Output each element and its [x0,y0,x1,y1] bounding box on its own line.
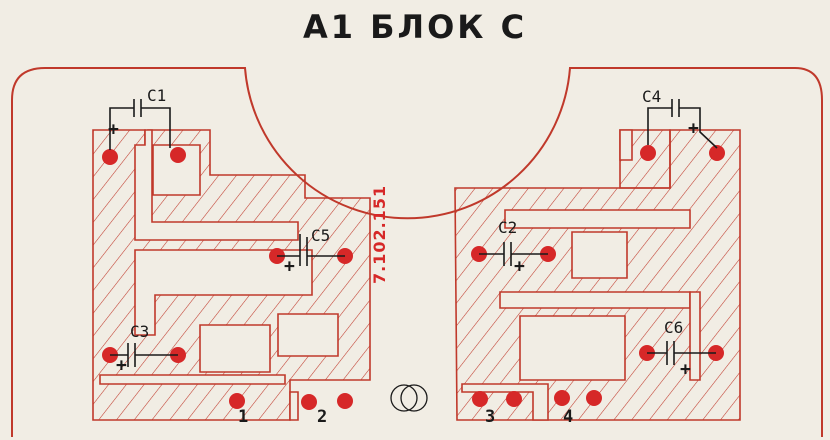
capacitor-c5-label: C5 [311,226,331,245]
terminal-4-label: 4 [563,407,574,427]
capacitor-c2-symbol [479,242,548,266]
gap-left-1 [134,129,299,241]
gap-left-6 [289,391,299,421]
gap-right-8 [461,383,549,421]
document-code: 7.102.151 [370,184,389,284]
pad [337,393,353,409]
capacitor-c3-symbol [110,343,178,367]
gap-left-5 [99,374,286,385]
capacitor-c3-label: C3 [130,322,150,341]
pad [586,390,602,406]
polarity-mark: + [680,359,691,380]
pad [102,149,118,165]
gap-right-2 [619,129,633,161]
capacitor-c6-label: C6 [664,318,684,337]
pad [554,390,570,406]
polarity-mark: + [108,119,119,140]
board-outline [11,67,823,437]
capacitor-c5-symbol [277,234,345,266]
polarity-mark: + [284,256,295,277]
board-title: A1 БЛОК C [302,8,528,46]
gap-left-4 [277,313,339,357]
capacitor-c1-label: C1 [147,86,167,105]
pad [229,393,245,409]
polarity-mark: + [514,256,525,277]
pad [301,394,317,410]
capacitor-c6-symbol [647,341,716,365]
capacitor-c4-label: C4 [642,87,662,106]
capacitor-c2-label: C2 [498,218,518,237]
pad [472,391,488,407]
gap-right-5 [499,291,691,309]
terminal-1-label: 1 [238,407,249,427]
gap-right-4 [571,231,628,279]
gap-right-6 [519,315,626,381]
pad [170,147,186,163]
polarity-mark: + [688,118,699,139]
mounting-hole-icon [390,384,428,412]
gap-left-2 [134,249,313,336]
gap-left-3 [199,324,271,373]
terminal-3-label: 3 [485,407,496,427]
gap-right-7 [689,291,701,381]
pad [506,391,522,407]
capacitor-c4-symbol [647,99,718,149]
pad [709,145,725,161]
capacitor-c1-symbol [109,99,171,150]
gap-right-3 [504,209,691,229]
terminal-2-label: 2 [317,407,328,427]
pad [640,145,656,161]
polarity-mark: + [116,355,127,376]
